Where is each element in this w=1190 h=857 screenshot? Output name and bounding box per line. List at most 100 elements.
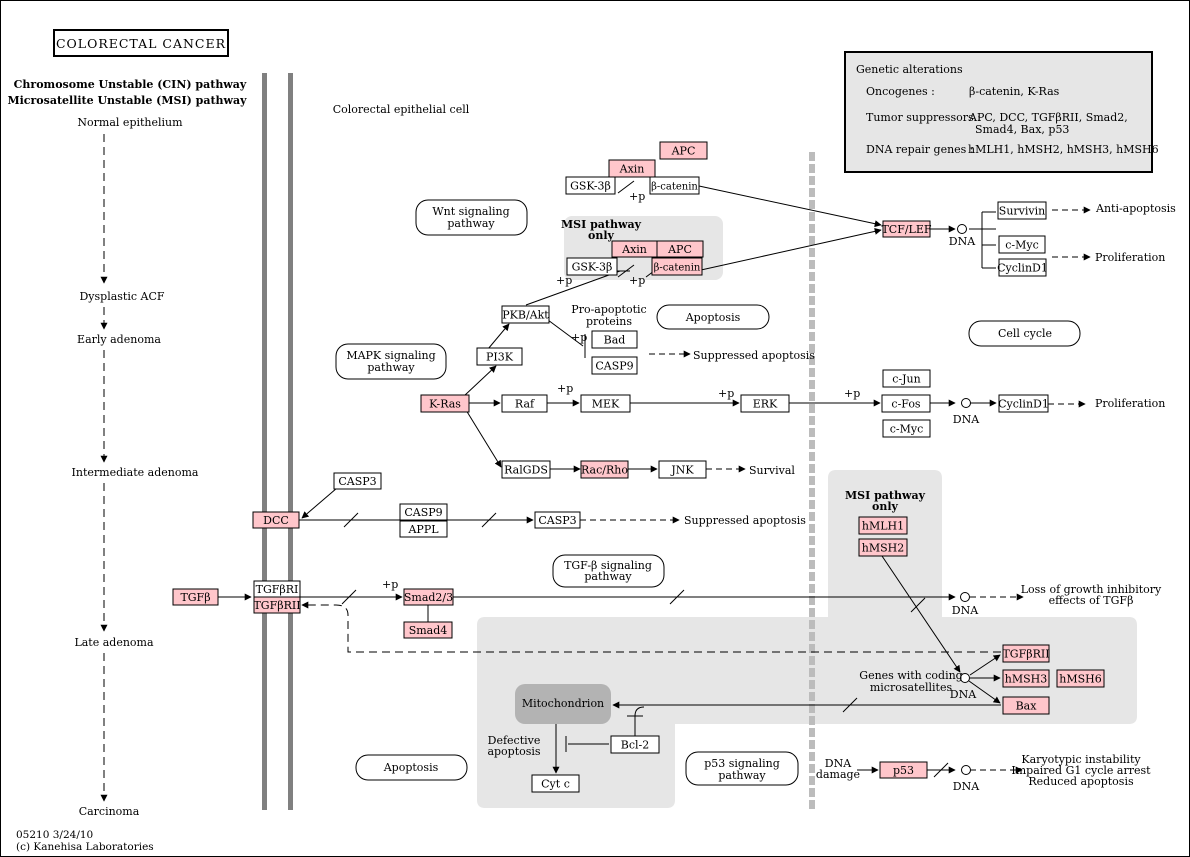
gene-label: MEK [592, 398, 620, 411]
legend-title: Genetic alterations [856, 63, 963, 76]
gene-gsk3b-top[interactable]: GSK-3β [565, 176, 616, 195]
gene-smad23[interactable]: Smad2/3 [403, 588, 454, 606]
gene-mek[interactable]: MEK [580, 394, 631, 413]
gene-cjun[interactable]: c-Jun [882, 369, 931, 388]
stage-carcinoma: Carcinoma [79, 805, 140, 818]
edge-dna-tgfbrii [969, 654, 1001, 676]
gene-jnk[interactable]: JNK [658, 460, 707, 479]
pathway-wnt-label-1: Wnt signaling [432, 205, 509, 218]
gene-racrho[interactable]: Rac/Rho [580, 460, 629, 479]
mutation-mark-1 [617, 180, 635, 194]
gene-casp3-top[interactable]: CASP3 [333, 472, 382, 490]
gene-apc-msi[interactable]: APC [656, 240, 704, 258]
gene-dcc[interactable]: DCC [252, 511, 300, 529]
phospho-label-4: +p [571, 331, 587, 344]
pathway-wnt[interactable]: Wnt signaling pathway [415, 199, 528, 236]
gene-box [656, 240, 704, 258]
gene-bcatenin-msi[interactable]: β-catenin [651, 257, 703, 276]
gene-label: Bad [604, 334, 626, 347]
edge-casp3-dcc [301, 487, 338, 519]
gene-tcflef[interactable]: TCF/LEF [881, 220, 932, 238]
gene-label: CASP3 [538, 514, 576, 527]
gene-cfos[interactable]: c-Fos [881, 394, 931, 413]
gene-appl[interactable]: APPL [399, 520, 448, 538]
cell-label: Colorectal epithelial cell [333, 103, 470, 116]
gene-box [333, 472, 382, 490]
gene-gsk3b-msi[interactable]: GSK-3β [566, 257, 618, 276]
gene-raf[interactable]: Raf [501, 394, 548, 413]
suppressed-apoptosis-label-1: Suppressed apoptosis [693, 349, 815, 362]
edge-kras-pi3k [463, 365, 497, 397]
pathway-mapk[interactable]: MAPK signaling pathway [335, 343, 447, 380]
gene-label: p53 [893, 764, 914, 777]
gene-erk[interactable]: ERK [740, 394, 790, 413]
gene-box [399, 520, 448, 538]
pathway-apoptosis-bottom[interactable]: Apoptosis [355, 754, 468, 781]
gene-box [591, 356, 638, 375]
gene-bcatenin-top[interactable]: β-catenin [649, 176, 700, 195]
gene-p53[interactable]: p53 [879, 761, 928, 779]
gene-box [566, 257, 618, 276]
gene-label: β-catenin [651, 182, 698, 193]
gene-label: TCF/LEF [881, 223, 931, 236]
gene-hmsh2[interactable]: hMSH2 [858, 538, 908, 557]
gene-casp9-mid[interactable]: CASP9 [399, 503, 448, 521]
pathway-p53-label-2: pathway [718, 769, 766, 782]
gene-box [651, 257, 703, 276]
gene-casp3-mid[interactable]: CASP3 [534, 511, 581, 529]
gene-tgfbrii-right[interactable]: TGFβRII [1002, 644, 1050, 663]
dna-label-3: DNA [952, 604, 979, 617]
gene-box [881, 394, 931, 413]
gene-hmsh3[interactable]: hMSH3 [1002, 669, 1050, 688]
dna-damage-label-2: damage [816, 768, 860, 781]
pathway-tgfb[interactable]: TGF-β signaling pathway [552, 554, 665, 588]
gene-axin-top[interactable]: Axin [608, 159, 656, 178]
pathway-cell-cycle[interactable]: Cell cycle [968, 320, 1081, 347]
gene-cmyc-mid[interactable]: c-Myc [882, 419, 931, 438]
gene-tgfbrii[interactable]: TGFβRII [253, 596, 301, 614]
gene-kras[interactable]: K-Ras [420, 394, 470, 413]
pathway-apoptosis-top[interactable]: Apoptosis [656, 304, 770, 330]
gene-box [252, 511, 300, 529]
anti-apoptosis-label: Anti-apoptosis [1095, 202, 1176, 215]
edge-tgfbrii-feedback [301, 601, 1001, 653]
legend-tumor-label: Tumor suppressors : [866, 111, 981, 124]
gene-bax[interactable]: Bax [1002, 696, 1050, 715]
gene-smad4[interactable]: Smad4 [403, 621, 453, 639]
dna-nodes [957, 224, 971, 775]
karyotypic-label-1: Karyotypic instability [1021, 753, 1141, 766]
proliferation-label-2: Proliferation [1095, 397, 1165, 410]
pathway-p53[interactable]: p53 signaling pathway [685, 751, 799, 786]
gene-axin-msi[interactable]: Axin [611, 240, 658, 258]
gene-cmyc-top[interactable]: c-Myc [998, 235, 1046, 254]
gene-cytc[interactable]: Cyt c [531, 774, 580, 793]
gene-hmsh6[interactable]: hMSH6 [1056, 669, 1105, 688]
gene-box [1002, 696, 1050, 715]
edge-pkb-gsk3b [525, 270, 621, 306]
phospho-label-2: +p [556, 274, 572, 287]
gene-cyclind1-mid[interactable]: CyclinD1 [998, 394, 1049, 413]
gene-bcl2[interactable]: Bcl-2 [610, 735, 660, 754]
gene-survivin[interactable]: Survivin [997, 201, 1047, 220]
gene-tgfbri[interactable]: TGFβRI [253, 580, 301, 598]
gene-pkb[interactable]: PKB/Akt [501, 305, 550, 324]
edges [218, 185, 1091, 774]
pathway-apoptosis-bottom-label: Apoptosis [383, 761, 439, 774]
edge-pkb-bad [547, 319, 584, 347]
mitochondrion[interactable]: Mitochondrion [515, 684, 611, 724]
gene-ralgds[interactable]: RalGDS [501, 460, 551, 479]
gene-pi3k[interactable]: PI3K [476, 347, 523, 366]
gene-cyclind1-top[interactable]: CyclinD1 [997, 258, 1048, 277]
dna-node-4 [960, 673, 970, 683]
gene-hmlh1[interactable]: hMLH1 [858, 516, 908, 535]
gene-bad[interactable]: Bad [591, 330, 638, 349]
gene-label: K-Ras [429, 398, 461, 411]
edge-pi3k-pkb [487, 323, 510, 350]
gene-apc-top[interactable]: APC [659, 141, 708, 160]
gene-casp9-top[interactable]: CASP9 [591, 356, 638, 375]
gene-box [253, 596, 301, 614]
karyotypic-label-2: Impaired G1 cycle arrest [1011, 764, 1151, 777]
gene-box [565, 176, 616, 195]
gene-tgfb[interactable]: TGFβ [172, 588, 219, 606]
